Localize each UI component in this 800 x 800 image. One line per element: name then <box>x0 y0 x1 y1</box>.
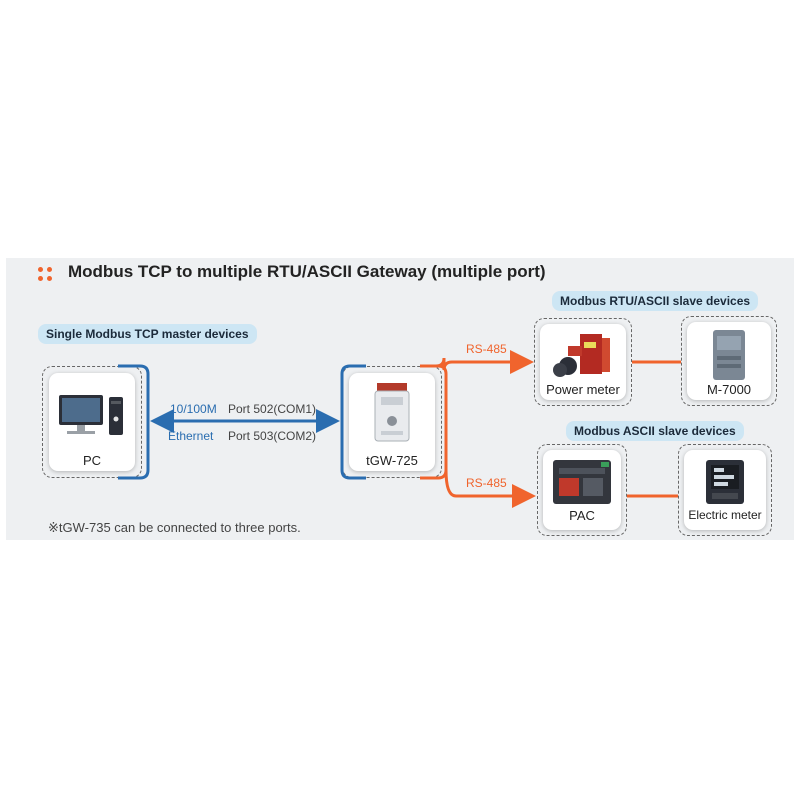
title-dots-icon <box>38 267 54 283</box>
rs485-upper-line <box>420 350 534 374</box>
electric-meter-label: Electric meter <box>688 508 762 522</box>
m7000-device-box: M-7000 <box>681 316 777 406</box>
pac-label: PAC <box>569 508 595 523</box>
gateway-bracket <box>340 364 366 480</box>
gateway-icon <box>374 383 410 442</box>
m7000-label: M-7000 <box>706 382 752 397</box>
gateway-label: tGW-725 <box>366 453 418 468</box>
pc-icon <box>59 395 123 435</box>
ascii-group-label: Modbus ASCII slave devices <box>566 421 744 441</box>
master-group-label: Single Modbus TCP master devices <box>38 324 257 344</box>
pc-card: PC <box>49 373 135 471</box>
footnote: ※tGW-735 can be connected to three ports… <box>48 520 301 535</box>
electric-meter-icon <box>706 460 744 504</box>
m7000-card: M-7000 <box>687 322 771 400</box>
pc-device-box: PC <box>42 366 142 478</box>
gateway-device-box: tGW-725 <box>342 366 442 478</box>
pac-device-box: PAC <box>537 444 627 536</box>
electric-meter-device-box: Electric meter <box>678 444 772 536</box>
m7000-icon <box>713 330 745 380</box>
rtu-group-label: Modbus RTU/ASCII slave devices <box>552 291 759 311</box>
page-title: Modbus TCP to multiple RTU/ASCII Gateway… <box>68 262 546 281</box>
power-meter-card: Power meter <box>540 324 626 400</box>
pc-label: PC <box>82 453 102 468</box>
power-meter-label: Power meter <box>546 382 620 397</box>
gateway-orange-bracket <box>420 364 448 480</box>
power-meter-device-box: Power meter <box>534 318 632 406</box>
port2-label: Port 503(COM2) <box>228 429 317 443</box>
rs485-bottom-label: RS-485 <box>466 476 507 490</box>
rs485-lower-line <box>444 469 536 508</box>
ethernet-medium-label: Ethernet <box>168 429 214 443</box>
port1-label: Port 502(COM1) <box>228 402 317 416</box>
gateway-card: tGW-725 <box>349 373 435 471</box>
ethernet-speed-label: 10/100M <box>170 402 217 416</box>
pac-card: PAC <box>543 450 621 530</box>
pac-icon <box>553 460 611 504</box>
rs485-top-label: RS-485 <box>466 342 507 356</box>
electric-meter-card: Electric meter <box>684 450 766 530</box>
power-meter-icon <box>553 334 610 377</box>
pc-bracket <box>118 364 150 480</box>
